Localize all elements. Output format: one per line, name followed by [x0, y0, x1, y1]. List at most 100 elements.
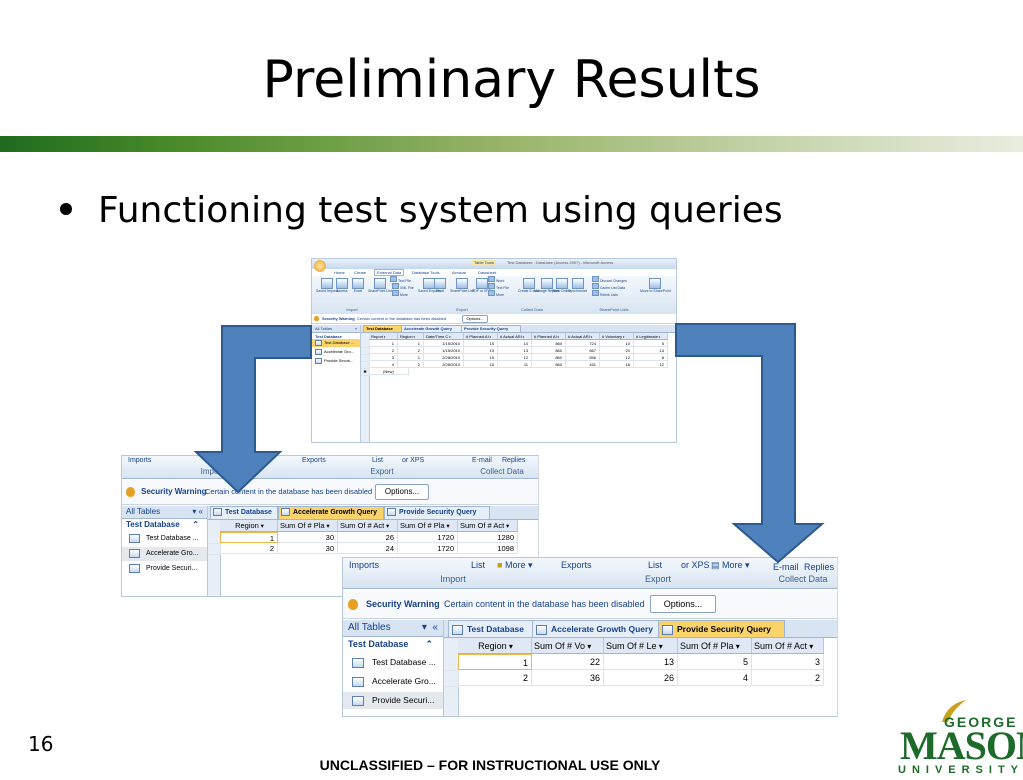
ribbon-button[interactable]: Create E-mail: [518, 278, 539, 293]
table-cell[interactable]: 13: [604, 654, 678, 670]
dropdown-arrow-icon[interactable]: ▾: [807, 642, 814, 651]
ribbon-item-replies[interactable]: Replies: [804, 562, 835, 572]
table-cell[interactable]: 15: [464, 361, 498, 368]
ribbon-item-email[interactable]: E-mail: [472, 457, 492, 464]
ribbon-button[interactable]: Saved Imports: [316, 278, 339, 293]
column-header[interactable]: Region ▾: [458, 638, 532, 654]
table-cell[interactable]: 14: [634, 347, 668, 354]
ribbon-item-imports[interactable]: Imports: [349, 560, 380, 570]
table-cell[interactable]: 1/15/2010: [424, 340, 464, 347]
column-header[interactable]: # Legitimate ▾: [634, 333, 668, 340]
nav-item-provide-security[interactable]: Provide Securi...: [343, 692, 443, 709]
column-header[interactable]: Sum Of # Pla ▾: [398, 520, 458, 532]
tab-accelerate-growth-query[interactable]: Accelerate Growth Query: [278, 506, 384, 519]
dropdown-arrow-icon[interactable]: ▾: [733, 642, 740, 651]
table-cell[interactable]: 15: [464, 354, 498, 361]
table-cell[interactable]: 860: [532, 354, 566, 361]
table-cell[interactable]: 1: [369, 340, 398, 347]
table-cell[interactable]: 860: [532, 347, 566, 354]
ribbon-button[interactable]: More: [488, 290, 504, 297]
table-cell[interactable]: 860: [532, 340, 566, 347]
table-cell[interactable]: 36: [532, 670, 604, 686]
table-cell[interactable]: 1720: [398, 543, 458, 554]
ribbon-tab-acrobat[interactable]: Acrobat: [452, 270, 466, 275]
table-cell[interactable]: 20: [600, 347, 634, 354]
tab-test-database[interactable]: Test Database: [363, 325, 403, 332]
table-cell[interactable]: 1098: [458, 543, 518, 554]
dropdown-arrow-icon[interactable]: ▾: [444, 523, 450, 530]
dropdown-arrow-icon[interactable]: ▾: [488, 335, 492, 339]
nav-pane-header[interactable]: All Tables▾ «: [122, 506, 207, 519]
column-header[interactable]: Region ▾: [398, 333, 424, 340]
collapse-icon[interactable]: ⌃: [425, 639, 433, 649]
dropdown-arrow-icon[interactable]: ▾: [506, 642, 513, 651]
table-cell[interactable]: 5: [678, 654, 752, 670]
column-header[interactable]: # Planned AI ▾: [464, 333, 498, 340]
tab-provide-security-query[interactable]: Provide Security Query: [384, 506, 490, 519]
table-cell[interactable]: 1: [220, 532, 278, 543]
ribbon-button[interactable]: Manage Replies: [534, 278, 559, 293]
column-header[interactable]: Sum Of # Act ▾: [338, 520, 398, 532]
table-cell[interactable]: 14: [498, 340, 532, 347]
table-cell[interactable]: 2/28/2010: [424, 354, 464, 361]
column-header[interactable]: Sum Of # Act ▾: [752, 638, 824, 654]
ribbon-button[interactable]: Text File: [390, 276, 411, 283]
table-cell[interactable]: 10: [600, 340, 634, 347]
dropdown-arrow-icon[interactable]: ▾: [521, 335, 525, 339]
column-header[interactable]: Sum Of # Pla ▾: [278, 520, 338, 532]
table-cell[interactable]: 3: [369, 354, 398, 361]
nav-item-provide-security[interactable]: Provide Securi...: [312, 357, 360, 365]
dropdown-arrow-icon[interactable]: ▾: [589, 335, 593, 339]
table-cell[interactable]: 30: [278, 543, 338, 554]
shutter-icon[interactable]: ▾ «: [192, 507, 203, 516]
ribbon-item-list[interactable]: List: [471, 560, 486, 570]
table-cell[interactable]: 22: [532, 654, 604, 670]
ribbon-item-or-xps[interactable]: or XPS: [402, 457, 425, 464]
office-button-icon[interactable]: [314, 260, 326, 272]
ribbon-tab-home[interactable]: Home: [334, 270, 345, 275]
table-cell[interactable]: 3: [752, 654, 824, 670]
dropdown-arrow-icon[interactable]: ▾: [448, 335, 451, 339]
nav-pane-header[interactable]: All Tables«: [312, 325, 360, 333]
table-cell[interactable]: 16: [600, 361, 634, 368]
dropdown-arrow-icon[interactable]: ▾: [324, 523, 330, 530]
ribbon-button[interactable]: Excel: [352, 278, 364, 293]
column-header[interactable]: # Voluntary ▾: [600, 333, 634, 340]
ribbon-item-more-export[interactable]: ▤ More ▾: [711, 560, 750, 570]
column-header[interactable]: Date/Time C ▾: [424, 333, 464, 340]
ribbon-button[interactable]: Access: [336, 278, 348, 293]
ribbon-item-email[interactable]: E-mail: [773, 562, 799, 572]
dropdown-arrow-icon[interactable]: ▾: [412, 335, 416, 339]
table-cell[interactable]: 26: [604, 670, 678, 686]
nav-item-test-database[interactable]: Test Database ...: [312, 339, 360, 347]
tab-accelerate-growth-query[interactable]: Accelerate Growth Query: [401, 325, 463, 332]
ribbon-item-more[interactable]: ■ More ▾: [497, 560, 533, 570]
ribbon-item-list-export[interactable]: List: [648, 560, 663, 570]
nav-item-test-database[interactable]: Test Database ...: [343, 654, 443, 671]
ribbon-item-exports[interactable]: Exports: [561, 560, 592, 570]
nav-item-provide-security[interactable]: Provide Securi...: [122, 562, 207, 576]
ribbon-button[interactable]: More: [392, 290, 408, 297]
ribbon-button[interactable]: SharePoint List: [368, 278, 392, 293]
table-cell[interactable]: 2: [398, 361, 424, 368]
table-cell[interactable]: 724: [566, 340, 600, 347]
table-cell[interactable]: 12: [634, 361, 668, 368]
table-cell[interactable]: 15: [464, 340, 498, 347]
options-button[interactable]: Options...: [650, 595, 716, 613]
dropdown-arrow-icon[interactable]: ▾: [622, 335, 625, 339]
tab-provide-security-query[interactable]: Provide Security Query: [658, 620, 785, 637]
table-cell[interactable]: 13: [464, 347, 498, 354]
nav-item-accelerate-growth[interactable]: Accelerate Gro...: [312, 348, 360, 356]
table-cell[interactable]: 4: [678, 670, 752, 686]
ribbon-button[interactable]: Excel: [434, 278, 446, 293]
table-cell[interactable]: 2: [220, 543, 278, 554]
ribbon-item-exports[interactable]: Exports: [302, 457, 326, 464]
nav-category-header[interactable]: Test Database: [315, 334, 342, 339]
row-selector[interactable]: [361, 340, 370, 348]
table-cell[interactable]: 556: [566, 354, 600, 361]
table-cell[interactable]: 431: [566, 361, 600, 368]
ribbon-item-imports[interactable]: Imports: [128, 457, 152, 464]
table-cell[interactable]: 2: [398, 347, 424, 354]
ribbon-item-list[interactable]: List: [372, 457, 383, 464]
column-header[interactable]: Sum Of # Act ▾: [458, 520, 518, 532]
